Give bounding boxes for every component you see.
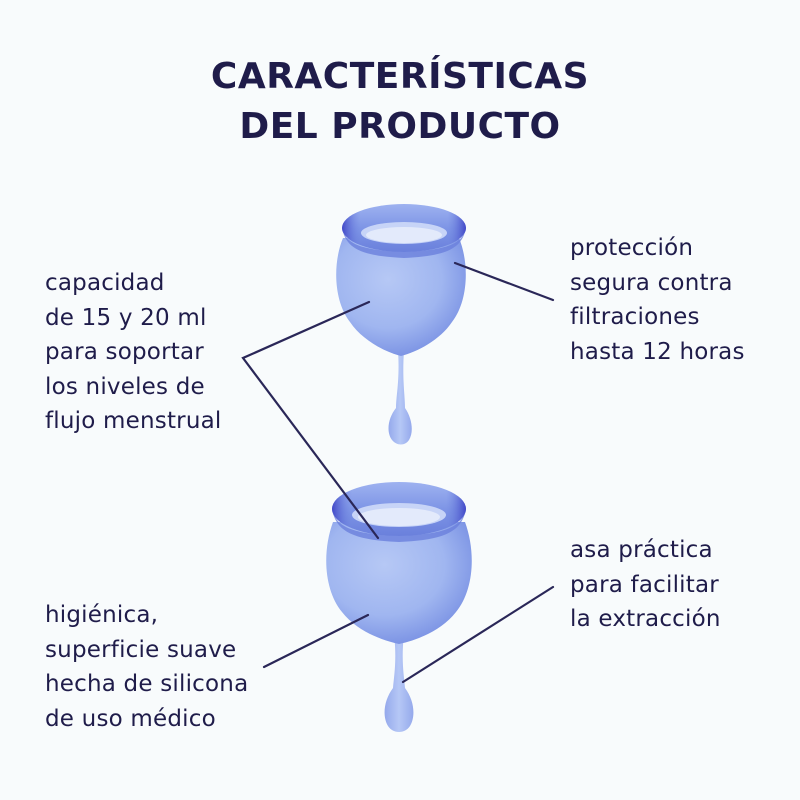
leader-line-protection	[453, 261, 555, 302]
page-title: CARACTERÍSTICAS DEL PRODUCTO	[0, 52, 800, 152]
feature-hygienic: higiénica, superficie suave hecha de sil…	[45, 598, 248, 736]
feature-capacity: capacidad de 15 y 20 ml para soportar lo…	[45, 266, 222, 439]
feature-hygienic-line: de uso médico	[45, 705, 216, 732]
feature-capacity-line: los niveles de	[45, 373, 205, 400]
title-line-1: CARACTERÍSTICAS	[210, 56, 590, 97]
feature-handle-line: para facilitar	[570, 571, 719, 598]
feature-handle-line: asa práctica	[570, 537, 713, 563]
feature-capacity-line: para soportar	[45, 339, 204, 365]
feature-capacity-line: de 15 y 20 ml	[45, 304, 207, 331]
title-line-2: DEL PRODUCTO	[239, 106, 561, 147]
feature-protection-line: filtraciones	[570, 304, 700, 330]
leader-line-handle	[401, 585, 555, 684]
feature-protection-line: segura contra	[570, 269, 733, 296]
feature-handle: asa práctica para facilitar la extracció…	[570, 533, 721, 637]
menstrual-cup-small	[336, 204, 466, 445]
feature-protection: protección segura contra filtraciones ha…	[570, 231, 745, 369]
feature-protection-line: protección	[570, 235, 694, 261]
leader-line-capacity	[241, 300, 380, 540]
feature-capacity-line: flujo menstrual	[45, 408, 222, 434]
menstrual-cup-large	[326, 482, 472, 732]
leader-line-hygienic	[262, 613, 370, 669]
feature-handle-line: la extracción	[570, 606, 721, 632]
feature-hygienic-line: superficie suave	[45, 636, 237, 663]
feature-hygienic-line: hecha de silicona	[45, 671, 249, 697]
feature-capacity-line: capacidad	[45, 270, 165, 296]
feature-protection-line: hasta 12 horas	[570, 338, 745, 365]
feature-hygienic-line: higiénica,	[45, 602, 159, 628]
